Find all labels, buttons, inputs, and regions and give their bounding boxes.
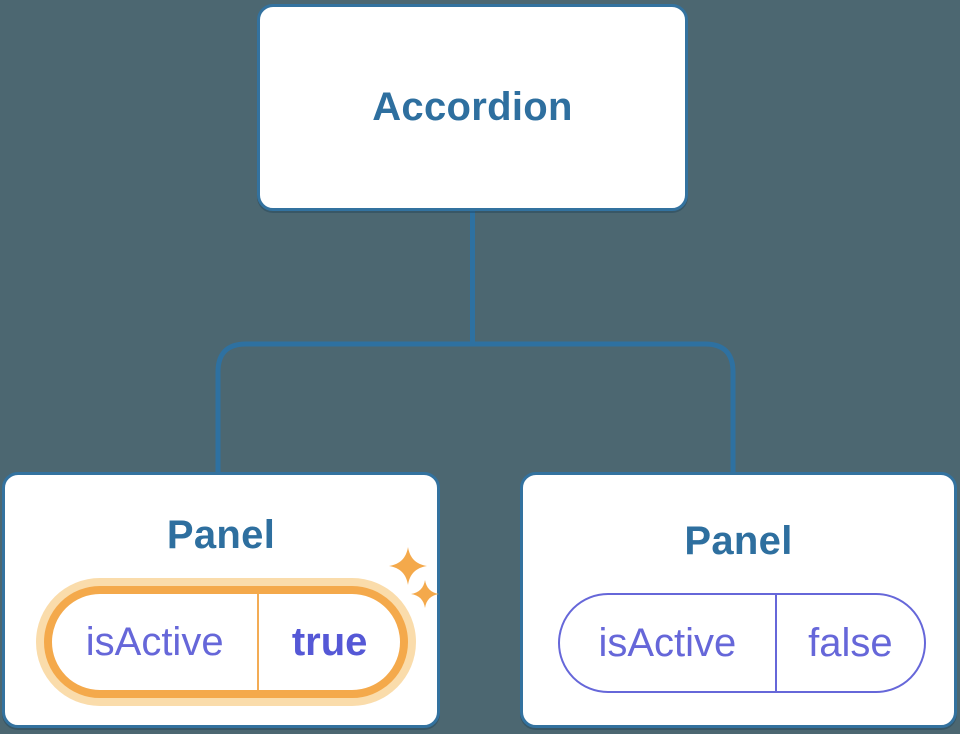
state-key-label: isActive: [598, 620, 737, 665]
sparkle-icon: [389, 547, 427, 585]
panel-node-label: Panel: [166, 513, 276, 557]
state-key-cell: isActive: [560, 595, 777, 691]
panel-node-inactive: Panel isActive false: [520, 472, 957, 728]
accordion-node: Accordion: [257, 4, 688, 211]
state-pill-inactive: isActive false: [558, 593, 926, 693]
state-pill-active: isActive true: [44, 586, 408, 698]
state-value-label: true: [291, 619, 368, 664]
accordion-node-label: Accordion: [372, 85, 573, 129]
state-value-cell: false: [777, 595, 924, 691]
panel-node-active: Panel isActive true: [2, 472, 440, 728]
state-value-cell: true: [259, 594, 400, 690]
state-key-cell: isActive: [52, 594, 260, 690]
state-key-label: isActive: [85, 619, 224, 664]
state-value-label: false: [808, 620, 893, 665]
sparkle-icon: [411, 580, 439, 608]
panel-node-label: Panel: [684, 519, 793, 563]
connector-branch: [215, 341, 736, 473]
